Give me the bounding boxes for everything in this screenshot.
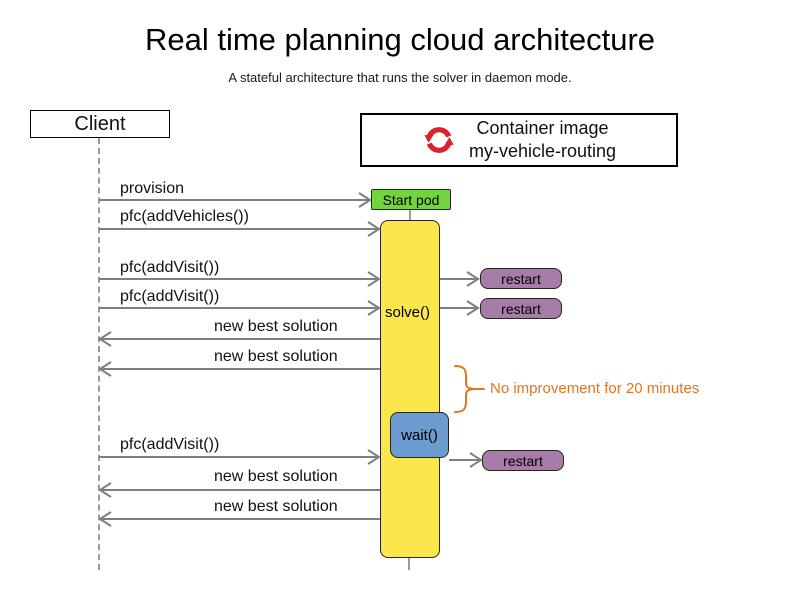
message-arrow-new-best-4 [98,511,380,527]
restart-arrow-2 [440,300,480,316]
message-label: new best solution [214,318,338,335]
restart-arrow-3 [449,452,483,468]
message-label: pfc(addVisit()) [120,288,220,305]
message-label: new best solution [214,348,338,365]
pod-lifeline-stub-bottom [408,558,410,570]
message-label: provision [120,180,185,197]
annotation-brace [454,365,485,413]
container-image-line2: my-vehicle-routing [468,141,617,161]
message-label: new best solution [214,498,338,515]
restart-label: restart [501,270,541,287]
restart-arrow-1 [440,271,480,287]
container-image-participant: Container image my-vehicle-routing [360,113,678,167]
container-image-line1: Container image [476,118,609,138]
container-image-label: Container image my-vehicle-routing [469,117,616,163]
restart-node: restart [480,268,562,289]
client-lifeline [98,138,100,570]
wait-label: wait() [401,426,438,444]
annotation-text: No improvement for 20 minutes [490,380,700,397]
message-arrow-add-vehicles [99,221,381,237]
message-arrow-new-best-1 [98,331,380,347]
message-label: pfc(addVisit()) [120,259,220,276]
message-arrow-add-visit-3 [99,449,381,465]
sync-icon [424,127,454,153]
client-participant: Client [30,110,170,138]
solve-label: solve() [385,304,431,321]
message-label: pfc(addVisit()) [120,436,220,453]
start-pod-label: Start pod [382,191,440,208]
solver-activation-bar [380,220,440,558]
message-arrow-provision [99,192,372,208]
client-label: Client [74,112,126,135]
restart-label: restart [501,300,541,317]
message-arrow-new-best-3 [98,482,380,498]
message-arrow-add-visit-1 [99,271,381,287]
page-subtitle: A stateful architecture that runs the so… [228,70,572,85]
pod-lifeline-stub-top [409,210,411,220]
restart-node: restart [482,450,564,471]
page-title: Real time planning cloud architecture [144,22,656,57]
wait-node: wait() [390,412,449,458]
message-label: pfc(addVehicles()) [120,208,249,225]
restart-node: restart [480,298,562,319]
message-arrow-add-visit-2 [99,300,381,316]
message-label: new best solution [214,468,338,485]
start-pod-node: Start pod [371,189,451,210]
restart-label: restart [503,452,543,469]
message-arrow-new-best-2 [98,361,380,377]
